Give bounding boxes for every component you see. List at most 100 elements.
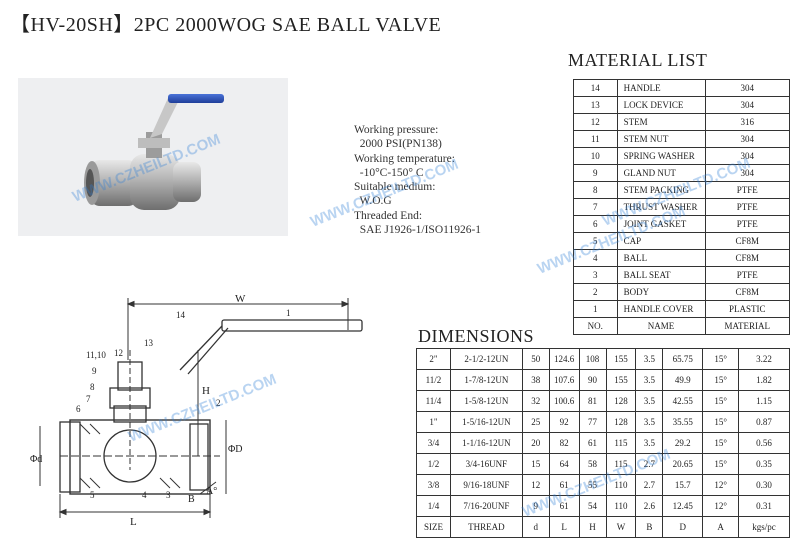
part-material-cell: 304: [704, 96, 790, 114]
dimension-cell: 12.45: [662, 495, 704, 517]
dimension-cell: 81: [578, 390, 607, 412]
dimension-cell: 3.5: [635, 390, 664, 412]
part-material-cell: 304: [704, 130, 790, 148]
dimension-cell: 12°: [702, 495, 740, 517]
dimension-cell: 1-1/16-12UN: [449, 432, 523, 454]
dimension-cell: 12°: [702, 474, 740, 496]
dimension-cell: 35.55: [662, 411, 704, 433]
dim-b-label: B: [188, 494, 195, 505]
dimension-cell: 1": [416, 411, 451, 433]
dimension-cell: 1-7/8-12UN: [449, 369, 523, 391]
dimension-cell: 0.30: [738, 474, 790, 496]
callout-5: 5: [90, 490, 95, 500]
dimension-cell: 54: [578, 495, 607, 517]
dimension-cell: 110: [605, 495, 637, 517]
thread-value: SAE J1926-1/ISO11926-1: [359, 224, 482, 237]
part-number-cell: 13: [573, 96, 618, 114]
pressure-value: 2000 PSI(PN138): [359, 138, 442, 151]
dimension-cell: 3.5: [635, 348, 664, 370]
dimension-cell: 15°: [702, 432, 740, 454]
dimension-cell: 128: [605, 390, 637, 412]
part-number-cell: 8: [573, 181, 618, 199]
part-material-cell: 304: [704, 79, 790, 97]
medium-label: Suitable medium:: [354, 181, 436, 194]
dimension-cell: 92: [548, 411, 580, 433]
dimensions-title: DIMENSIONS: [418, 326, 535, 346]
part-number-cell: 3: [573, 266, 618, 284]
dimension-cell: 100.6: [548, 390, 580, 412]
dimension-cell: 7/16-20UNF: [449, 495, 523, 517]
column-header: THREAD: [449, 516, 523, 538]
dimension-cell: 65.75: [662, 348, 704, 370]
dimension-cell: 124.6: [548, 348, 580, 370]
part-material-cell: CF8M: [704, 283, 790, 301]
column-header: L: [548, 516, 580, 538]
material-list-title: MATERIAL LIST: [568, 50, 708, 70]
dimension-cell: 1/4: [416, 495, 451, 517]
part-material-cell: CF8M: [704, 232, 790, 250]
part-name-cell: BALL SEAT: [616, 266, 706, 284]
page-title: 【HV-20SH】2PC 2000WOG SAE BALL VALVE: [10, 14, 442, 36]
valve-section-drawing: W H L Φd ΦD B A° 14 1 11,10 12 13 9 8 7 …: [30, 293, 363, 528]
technical-drawing: W H L Φd ΦD B A° 14 1 11,10 12 13 9 8 7 …: [30, 290, 390, 535]
specifications: Working pressure: 2000 PSI(PN138) Workin…: [354, 123, 481, 237]
dimension-cell: 12: [521, 474, 550, 496]
callout-6: 6: [76, 404, 81, 414]
callout-2: 2: [216, 398, 221, 408]
callout-9: 9: [92, 366, 97, 376]
part-number-cell: 9: [573, 164, 618, 182]
dim-d-small-label: Φd: [30, 454, 42, 465]
column-header: MATERIAL: [704, 317, 790, 335]
dimension-cell: 3.5: [635, 411, 664, 433]
callout-13: 13: [144, 338, 154, 348]
part-material-cell: PTFE: [704, 266, 790, 284]
part-number-cell: 14: [573, 79, 618, 97]
dimension-cell: 11/4: [416, 390, 451, 412]
medium-value: W.O.G: [359, 195, 392, 208]
column-header: B: [635, 516, 664, 538]
dim-h-label: H: [202, 385, 210, 397]
column-header: NO.: [573, 317, 618, 335]
part-name-cell: SPRING WASHER: [616, 147, 706, 165]
dimension-cell: 61: [578, 432, 607, 454]
dimension-cell: 1-5/8-12UN: [449, 390, 523, 412]
dim-a-label: A°: [206, 486, 217, 497]
callout-1: 1: [286, 308, 291, 318]
part-material-cell: PTFE: [704, 198, 790, 216]
dimension-cell: 0.87: [738, 411, 790, 433]
part-material-cell: PLASTIC: [704, 300, 790, 318]
dimension-cell: 64: [548, 453, 580, 475]
dimension-cell: 15°: [702, 411, 740, 433]
dimension-cell: 15°: [702, 390, 740, 412]
dimension-cell: 155: [605, 369, 637, 391]
part-material-cell: 316: [704, 113, 790, 131]
dimension-cell: 29.2: [662, 432, 704, 454]
dimension-cell: 3/4-16UNF: [449, 453, 523, 475]
part-number-cell: 11: [573, 130, 618, 148]
callout-11-10: 11,10: [86, 350, 106, 360]
dimension-cell: 77: [578, 411, 607, 433]
dimension-cell: 0.35: [738, 453, 790, 475]
callout-14: 14: [176, 310, 186, 320]
dimension-cell: 49.9: [662, 369, 704, 391]
column-header: D: [662, 516, 704, 538]
part-name-cell: LOCK DEVICE: [616, 96, 706, 114]
dimension-cell: 3/4: [416, 432, 451, 454]
column-header: W: [605, 516, 637, 538]
dimension-cell: 1.82: [738, 369, 790, 391]
